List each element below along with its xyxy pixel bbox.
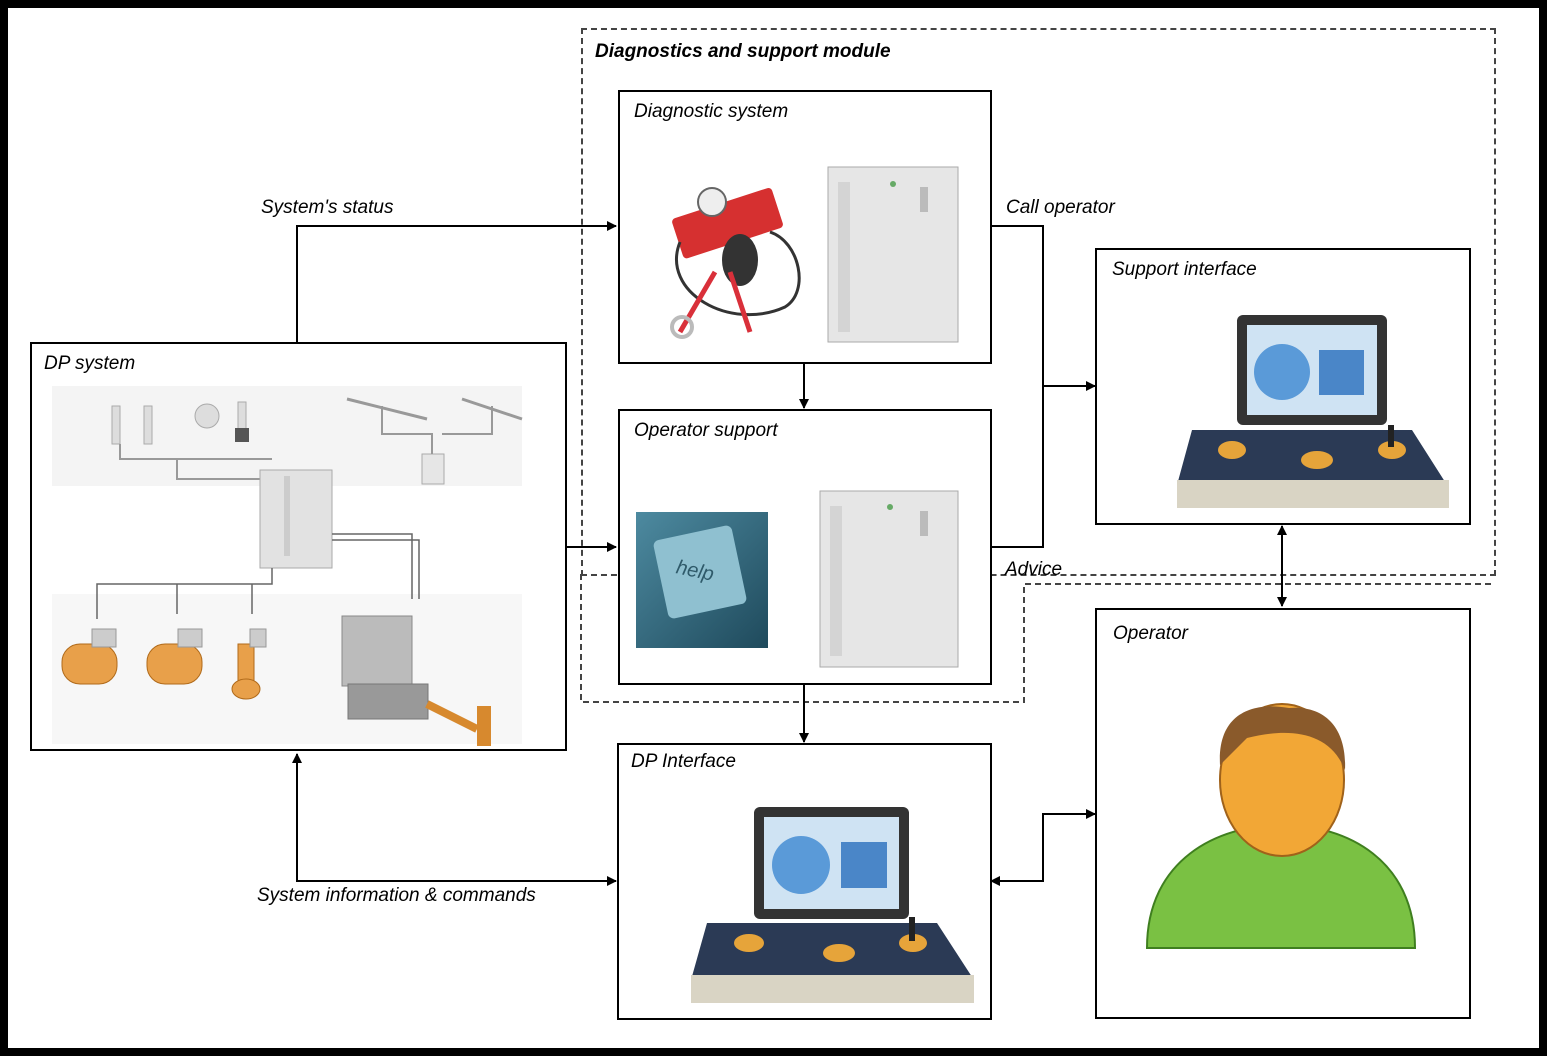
diagnostic-illustration: [670, 166, 959, 343]
operator-support-computer: [819, 490, 959, 668]
node-support-interface: Support interface: [1095, 248, 1471, 525]
diagnostics-module-boundary: [581, 28, 1496, 576]
dp-system-schematic: [52, 386, 523, 746]
edge-call-operator: [991, 225, 1096, 391]
module-title: Diagnostics and support module: [595, 41, 891, 62]
label-advice: Advice: [1005, 559, 1063, 580]
label-call-operator: Call operator: [1006, 197, 1115, 218]
operator-support-title: Operator support: [634, 420, 778, 441]
help-key-image: help: [636, 512, 768, 648]
node-operator-support: Operator support help: [618, 409, 992, 685]
support-console-illustration: [1177, 315, 1449, 508]
node-dp-system: DP system: [30, 342, 567, 751]
support-interface-title: Support interface: [1112, 259, 1257, 280]
edge-dpi-operator: [990, 809, 1096, 886]
label-status: System's status: [261, 197, 394, 218]
label-info-commands: System information & commands: [257, 885, 536, 906]
edge-advice: [991, 386, 1044, 548]
diagnostic-system-title: Diagnostic system: [634, 101, 789, 122]
edge-info-commands: [292, 753, 617, 886]
node-dp-interface: DP Interface: [617, 743, 992, 1020]
operator-avatar-icon: [1145, 703, 1417, 949]
dp-interface-title: DP Interface: [631, 751, 736, 772]
diagram-canvas: Diagnostics and support module System': [8, 8, 1539, 1048]
edge-status: [296, 221, 617, 342]
module-boundary-extension: [580, 574, 1494, 703]
operator-title: Operator: [1113, 623, 1188, 644]
node-operator: Operator: [1095, 608, 1471, 1019]
dp-system-title: DP system: [44, 353, 136, 374]
connectors: [292, 221, 1287, 886]
dp-console-illustration: [691, 807, 974, 1003]
node-diagnostic-system: Diagnostic system: [618, 90, 992, 364]
